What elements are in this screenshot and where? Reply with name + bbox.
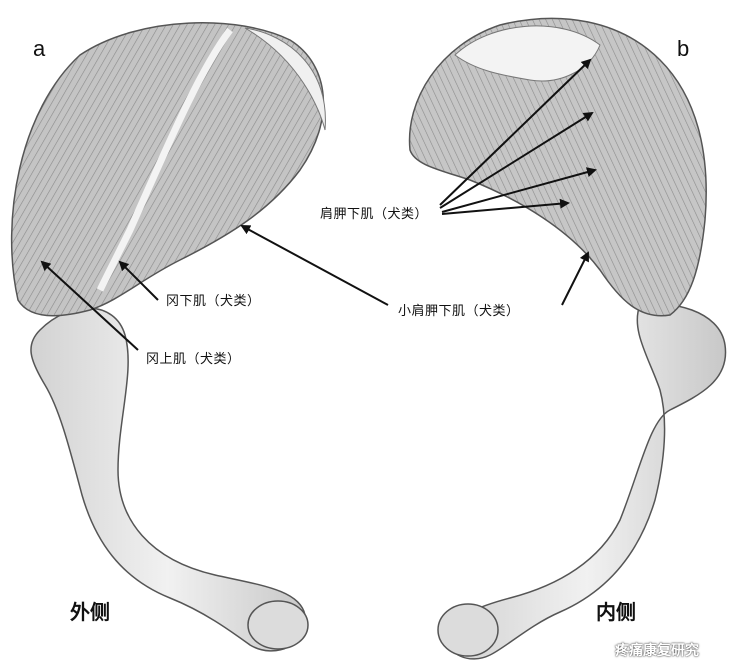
view-label-lateral: 外侧 — [70, 602, 110, 624]
panel-a-drawing — [10, 22, 326, 652]
label-subscapularis: 肩胛下肌（犬类） — [320, 206, 429, 221]
arrow-teres-minor-a — [240, 225, 389, 306]
arrow-subscapularis-4 — [441, 198, 570, 215]
humerus-b-condyle — [437, 603, 499, 657]
arrow-subscapularis-2 — [439, 111, 594, 209]
scapular-spine-a — [96, 27, 233, 292]
label-infraspinatus: 冈下肌（犬类） — [166, 293, 261, 308]
label-teres-minor: 小肩胛下肌（犬类） — [398, 303, 520, 318]
watermark: 疼痛康复研究 — [615, 642, 699, 658]
arrow-subscapularis-1 — [439, 58, 592, 206]
arrow-infraspinatus — [118, 260, 159, 301]
cartilage-a — [244, 27, 326, 131]
arrow-supraspinatus — [40, 260, 139, 351]
panel-letter-a: a — [33, 36, 46, 61]
leader-lines — [40, 58, 597, 351]
arrow-teres-minor-b — [561, 251, 589, 306]
humerus-a-condyle — [247, 600, 309, 650]
scapula-muscles-a — [10, 22, 325, 317]
arrow-subscapularis-3 — [441, 167, 597, 213]
panel-letter-b: b — [677, 36, 690, 61]
scapula-muscles-b — [408, 17, 707, 317]
view-label-medial: 内侧 — [596, 602, 636, 624]
panel-b-drawing — [408, 17, 727, 660]
label-supraspinatus: 冈上肌（犬类） — [146, 351, 241, 366]
humerus-b — [448, 303, 727, 660]
